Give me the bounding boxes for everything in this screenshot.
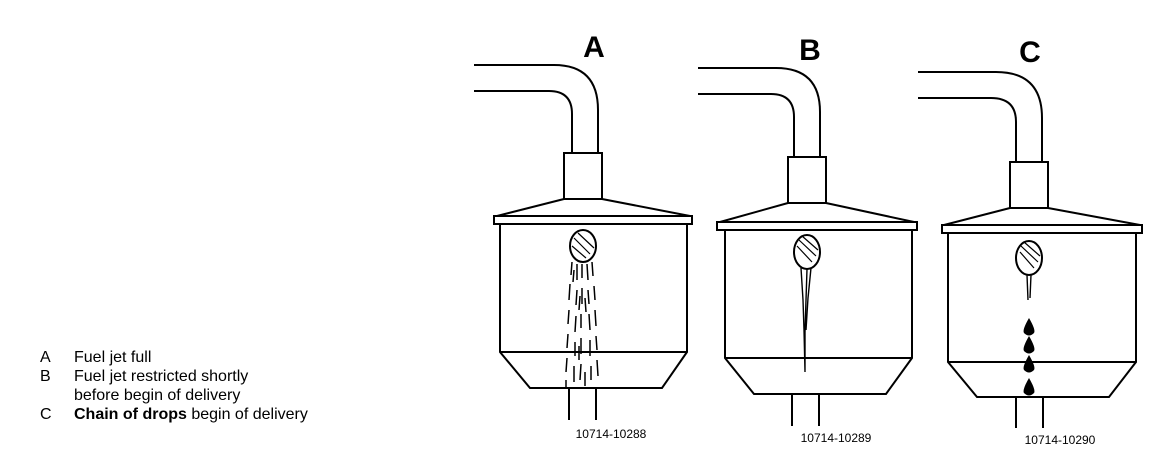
panel-a-figure-number: 10714-10288 — [576, 427, 647, 441]
fuel-drop — [1023, 336, 1035, 354]
legend-text-bold: Chain of drops — [74, 406, 187, 423]
panel-a-nozzle-holder — [563, 152, 603, 200]
panel-c-nozzle-tip — [1015, 240, 1043, 276]
panel-c-outlet — [1015, 397, 1044, 428]
panel-a-funnel-lid — [496, 198, 691, 217]
legend-item-a: A Fuel jet full — [40, 348, 240, 367]
panel-a-pipe — [474, 64, 599, 153]
panel-c-fuel-drops — [1023, 318, 1035, 396]
fuel-drop — [1023, 378, 1035, 396]
legend-item-b-continuation: before begin of delivery — [74, 387, 241, 404]
legend-item-b: B Fuel jet restricted shortly — [40, 367, 248, 386]
fuel-drop — [1023, 355, 1035, 373]
legend-text: Fuel jet full — [74, 349, 152, 366]
legend-key: C — [40, 406, 52, 423]
legend: A Fuel jet full B Fuel jet restricted sh… — [40, 348, 308, 424]
panel-c-funnel-lid — [943, 207, 1141, 226]
panel-b-figure-number: 10714-10289 — [801, 431, 872, 445]
panel-a-fuel-jet — [565, 261, 599, 388]
panel-c-figure-number: 10714-10290 — [1025, 433, 1096, 447]
panel-b-fuel-jet — [800, 267, 812, 373]
panel-b-funnel-lid — [719, 202, 915, 223]
panel-a: A 10714-10288 — [474, 31, 693, 441]
panel-a-nozzle-tip — [569, 229, 597, 263]
panel-b-vessel — [724, 230, 913, 395]
panel-c-drip-tail — [1026, 274, 1032, 301]
legend-key: A — [40, 349, 51, 366]
panel-b: B 10714-10289 — [698, 34, 918, 445]
panel-b-outlet — [791, 394, 820, 426]
panel-a-outlet — [568, 388, 597, 420]
panel-b-letter: B — [799, 34, 821, 67]
panel-a-letter: A — [583, 31, 605, 64]
panel-a-vessel — [499, 224, 688, 389]
panel-c-pipe — [918, 71, 1043, 162]
panel-b-nozzle-holder — [787, 156, 827, 204]
panel-c: C 10714-10290 — [918, 36, 1143, 447]
panel-c-nozzle-holder — [1009, 161, 1049, 209]
legend-key: B — [40, 368, 51, 385]
panel-c-letter: C — [1019, 36, 1041, 69]
fuel-drop — [1023, 318, 1035, 336]
legend-item-c: C Chain of drops begin of delivery — [40, 405, 308, 424]
legend-text: begin of delivery — [186, 406, 308, 423]
legend-text: Fuel jet restricted shortly — [74, 368, 249, 385]
panel-b-pipe — [698, 67, 821, 157]
